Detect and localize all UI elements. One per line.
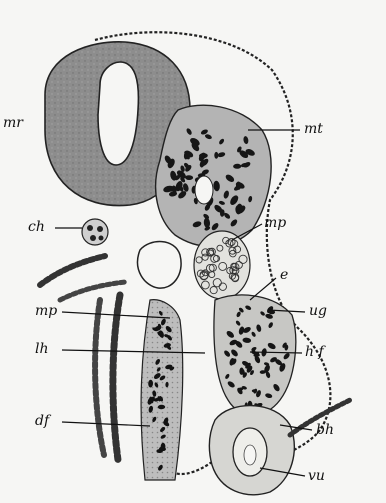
- left-tissue-columns: [95, 295, 183, 480]
- label-mp-left: mp: [35, 304, 57, 318]
- middle-plate: [194, 231, 250, 299]
- label-mr: mr: [3, 116, 23, 130]
- myotome: [156, 105, 272, 246]
- label-df: df: [35, 414, 49, 428]
- notochord: [82, 219, 108, 245]
- lower-vessel-structure: [209, 400, 350, 495]
- label-hf: h f: [305, 345, 324, 359]
- label-mp-top: mp: [264, 216, 286, 230]
- label-e: e: [280, 268, 288, 282]
- label-ug: ug: [309, 304, 327, 318]
- cavity: [138, 242, 182, 289]
- cell-strand-left-2: [60, 282, 125, 300]
- label-ch: ch: [28, 220, 45, 234]
- label-bh: bh: [316, 423, 334, 437]
- cell-strand-left: [40, 256, 105, 285]
- label-lh: lh: [35, 342, 49, 356]
- urogenital-fold: [214, 295, 296, 415]
- label-vu: vu: [308, 469, 325, 483]
- label-mt: mt: [304, 122, 323, 136]
